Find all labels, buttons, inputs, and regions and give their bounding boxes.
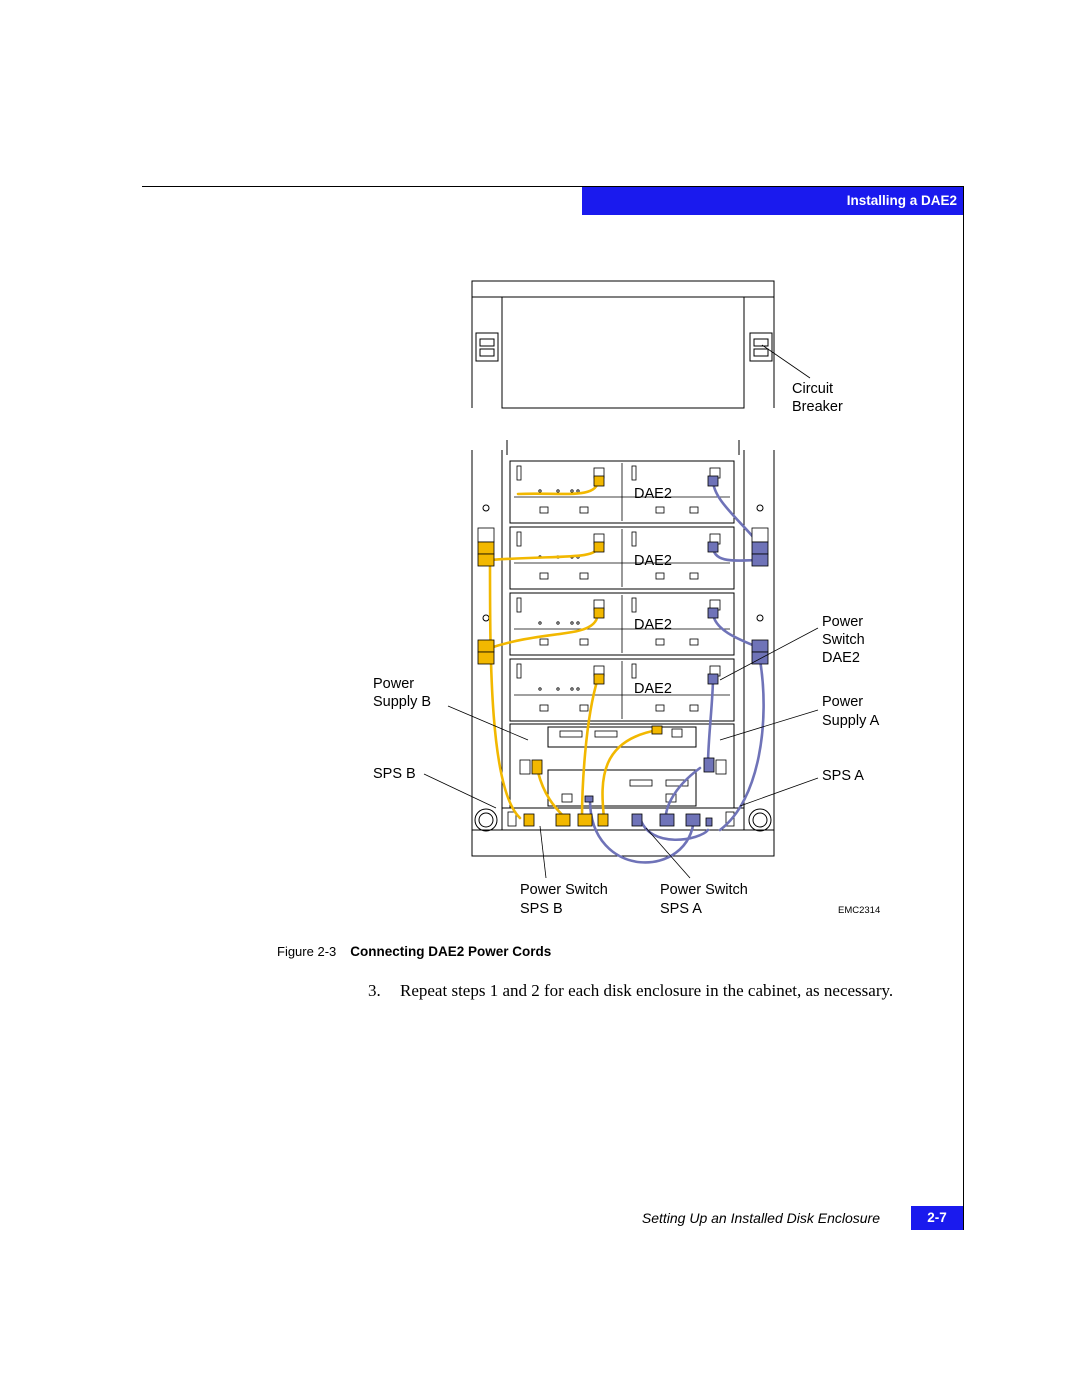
label-power-supply-b-2: Supply B: [373, 694, 431, 710]
label-circuit-breaker-2: Breaker: [792, 399, 843, 415]
label-sps-a: SPS A: [822, 768, 864, 784]
figure-title: Connecting DAE2 Power Cords: [350, 944, 552, 959]
figure-caption: Figure 2-3 Connecting DAE2 Power Cords: [277, 944, 551, 959]
label-power-switch-dae2-3: DAE2: [822, 650, 860, 666]
step-text: Repeat steps 1 and 2 for each disk enclo…: [400, 981, 894, 1000]
label-sps-b-bottom: SPS B: [520, 901, 563, 917]
label-power-switch-sps-a: Power Switch: [660, 882, 748, 898]
label-dae2-2: DAE2: [634, 553, 672, 569]
step-number: 3.: [368, 981, 381, 1000]
label-sps-b: SPS B: [373, 766, 416, 782]
label-dae2-3: DAE2: [634, 617, 672, 633]
page-number: 2-7: [911, 1206, 963, 1230]
header-rule: [142, 186, 964, 187]
cabinet-diagram: Circuit Breaker DAE2 DAE2 DAE2 DAE2 Powe…: [373, 280, 880, 917]
label-sps-a-bottom: SPS A: [660, 901, 702, 917]
footer-chapter-title: Setting Up an Installed Disk Enclosure: [641, 1210, 880, 1226]
section-header: Installing a DAE2: [582, 187, 963, 215]
label-power-switch-dae2-1: Power: [822, 614, 863, 630]
label-dae2-4: DAE2: [634, 681, 672, 697]
label-power-switch-dae2-2: Switch: [822, 632, 865, 648]
label-power-supply-b-1: Power: [373, 676, 414, 692]
label-power-supply-a-1: Power: [822, 694, 863, 710]
label-dae2-1: DAE2: [634, 486, 672, 502]
margin-rule: [963, 186, 964, 1230]
label-circuit-breaker-1: Circuit: [792, 381, 833, 397]
label-power-switch-sps-b: Power Switch: [520, 882, 608, 898]
figure-code: EMC2314: [838, 905, 880, 916]
label-power-supply-a-2: Supply A: [822, 713, 880, 729]
figure-number: Figure 2-3: [277, 944, 337, 959]
instruction-step: 3. Repeat steps 1 and 2 for each disk en…: [368, 978, 908, 1003]
